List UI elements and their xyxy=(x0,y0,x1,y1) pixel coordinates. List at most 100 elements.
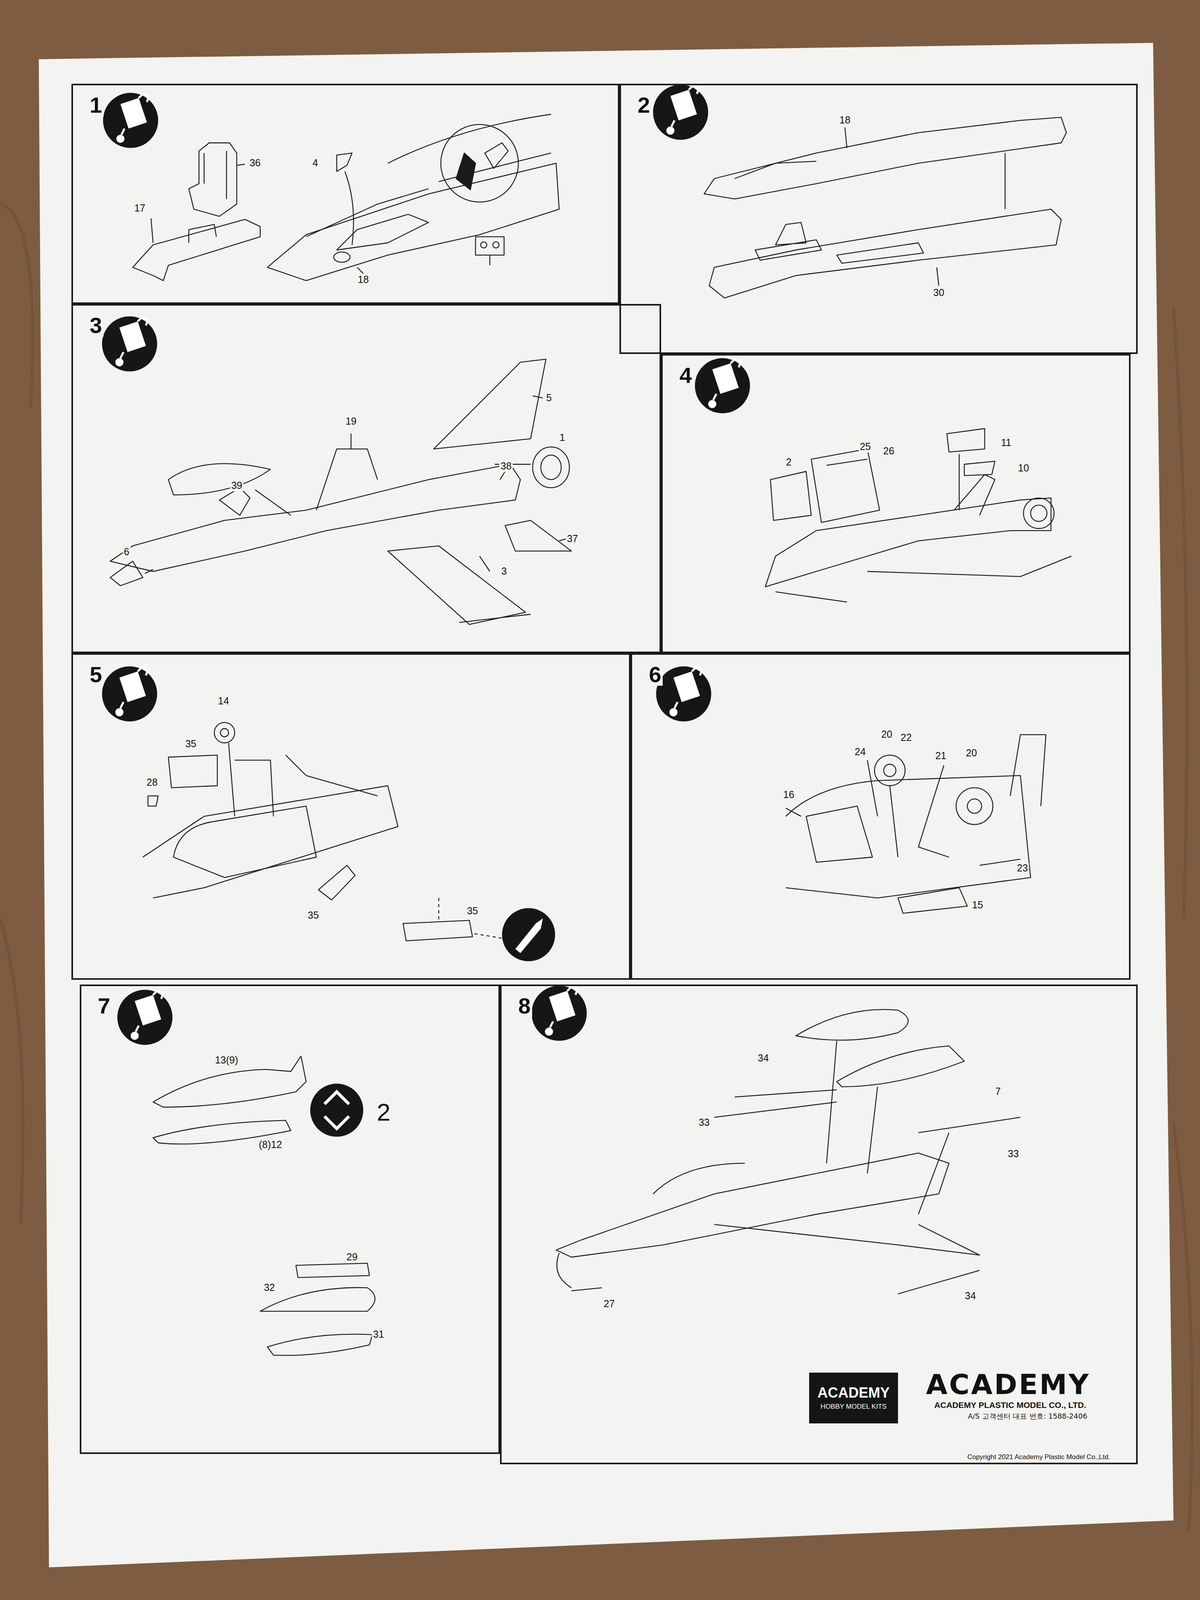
assembly-step-panel: 7 xyxy=(79,984,500,1454)
part-drawings xyxy=(214,722,235,743)
part-drawings xyxy=(110,561,154,586)
callout-number: 20 xyxy=(880,729,894,741)
callout-number: 35 xyxy=(306,909,321,922)
part-drawings xyxy=(480,241,487,248)
part-drawings xyxy=(883,764,897,777)
copyright-note: Copyright 2021 Academy Plastic Model Co.… xyxy=(966,1453,1112,1462)
callout-number: 1 xyxy=(558,432,567,444)
callout-number: 18 xyxy=(838,115,852,127)
part-drawings xyxy=(796,1009,909,1041)
step-number: 2 xyxy=(636,94,652,117)
part-drawings xyxy=(403,920,473,941)
part-drawings xyxy=(440,124,519,202)
callout-number: 22 xyxy=(899,732,914,744)
part-drawings xyxy=(811,448,880,523)
callout-number: 36 xyxy=(248,157,262,170)
part-drawings xyxy=(316,433,378,511)
knife-blade xyxy=(515,918,543,953)
step-number: 5 xyxy=(88,663,104,686)
part-drawings xyxy=(540,455,562,480)
wood-table xyxy=(0,918,24,1225)
part-drawings xyxy=(305,188,429,250)
part-drawings xyxy=(142,785,399,899)
part-drawings xyxy=(555,1153,949,1258)
assembly-step-panel: 6 xyxy=(630,653,1131,980)
callout-number: 11 xyxy=(999,437,1013,449)
part-drawings xyxy=(1010,734,1047,806)
paper-sheet xyxy=(38,42,1174,1568)
callout-number: (8)12 xyxy=(257,1139,283,1151)
part-drawings xyxy=(775,474,1072,602)
callout-number: 25 xyxy=(858,441,873,453)
step-number: 3 xyxy=(88,314,104,337)
part-drawings xyxy=(110,114,1072,1356)
part-drawings xyxy=(867,760,950,858)
brand-text: ACADEMY xyxy=(817,1384,890,1401)
part-drawings xyxy=(770,471,812,521)
callout-number: 19 xyxy=(344,415,358,427)
x2-arrows xyxy=(324,1091,350,1129)
part-drawings xyxy=(505,520,572,551)
part-drawings xyxy=(438,898,506,939)
part-drawings xyxy=(475,236,504,266)
part-drawings xyxy=(709,209,1062,299)
callout-number: 29 xyxy=(345,1251,359,1263)
part-drawings xyxy=(455,153,476,191)
part-drawings xyxy=(874,755,906,786)
glue-icons xyxy=(101,84,750,1045)
x2-icon xyxy=(310,1083,364,1137)
part-drawings xyxy=(333,251,350,263)
callout-number: 18 xyxy=(356,274,371,286)
part-drawings xyxy=(151,218,217,243)
step-number: 7 xyxy=(96,994,112,1018)
callout-number: 17 xyxy=(132,202,147,214)
callout-number: 33 xyxy=(1006,1148,1021,1160)
part-drawings xyxy=(734,127,1005,210)
part-drawings xyxy=(219,487,291,516)
part-drawings xyxy=(484,142,508,169)
callout-number: 16 xyxy=(782,789,796,801)
part-drawings xyxy=(946,428,995,511)
brand-logo-box: ACADEMYHOBBY MODEL KITS xyxy=(809,1372,899,1424)
callout-number: 31 xyxy=(371,1329,386,1341)
part-drawings xyxy=(703,117,1067,200)
part-drawings xyxy=(188,142,237,217)
part-drawings xyxy=(433,359,547,449)
callout-number: 33 xyxy=(697,1117,711,1129)
assembly-step-panel: 5 xyxy=(71,653,631,980)
callout-number: 24 xyxy=(853,746,868,758)
part-drawings xyxy=(653,1163,980,1255)
wood-table xyxy=(1173,305,1187,919)
part-drawings xyxy=(755,222,939,286)
callout-number: 6 xyxy=(122,546,131,558)
part-drawings xyxy=(492,241,499,248)
part-drawings xyxy=(110,464,521,572)
callout-number: 34 xyxy=(963,1290,978,1302)
callout-number: 21 xyxy=(934,750,948,762)
part-drawings xyxy=(532,446,570,488)
brand-logo: ACADEMY xyxy=(925,1368,1092,1401)
part-drawings xyxy=(148,796,159,807)
callout-number: 10 xyxy=(1016,463,1031,475)
part-drawings xyxy=(203,151,245,200)
part-drawings xyxy=(173,755,378,878)
callout-number: 4 xyxy=(311,157,320,170)
glue-icons xyxy=(101,666,158,722)
part-drawings xyxy=(220,728,229,737)
callout-number: 37 xyxy=(565,533,580,545)
knife-icon xyxy=(501,908,556,962)
part-drawings xyxy=(836,1046,965,1087)
callout-number: 27 xyxy=(602,1298,616,1310)
part-drawings xyxy=(267,1334,373,1356)
part-drawings xyxy=(785,805,873,862)
callout-number: 26 xyxy=(882,445,896,457)
part-drawings xyxy=(1023,498,1054,529)
assembly-step-panel: 4 xyxy=(661,353,1131,653)
step-number: 8 xyxy=(516,994,533,1018)
glue-icons xyxy=(117,989,173,1045)
step-number: 1 xyxy=(88,94,104,117)
part-drawings xyxy=(826,1040,950,1215)
part-drawings xyxy=(168,755,218,788)
